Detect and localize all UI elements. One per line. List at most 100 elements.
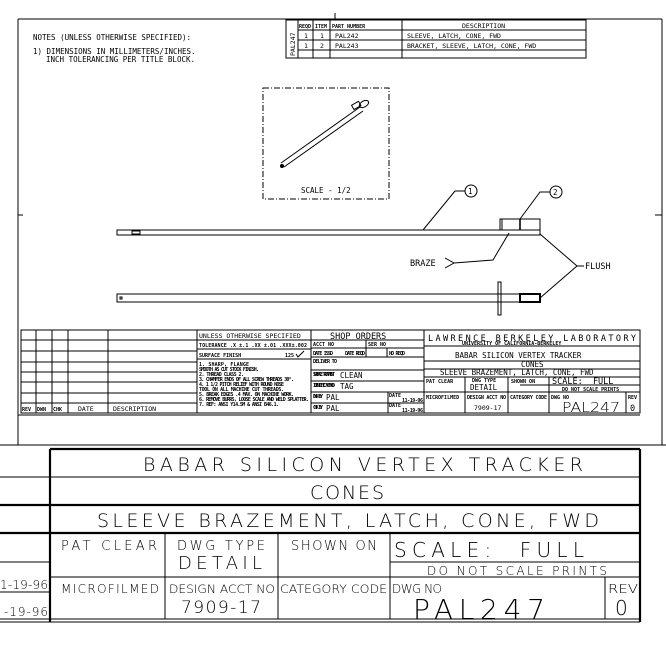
dwn-date: 11-19-96 xyxy=(402,398,423,404)
note-1: 1) DIMENSIONS IN MILLIMETERS/INCHES. xyxy=(33,47,196,56)
title-block-enlarged: BABAR SILICON VERTEX TRACKER CONES SLEEV… xyxy=(0,447,642,626)
balloon-2 xyxy=(549,185,563,199)
braze-label: BRAZE xyxy=(410,259,436,269)
balloon-1-label: 1 xyxy=(468,187,473,196)
cell-description: SLEEVE, LATCH, CONE, FWD xyxy=(407,32,501,40)
spec-note: 7. REF: ANSI Y14.5M & ANSI B46.1. xyxy=(199,402,279,408)
spec-note: 2. THREAD CLASS 2. xyxy=(199,372,244,378)
rev-large: 0 xyxy=(615,596,628,620)
dwg-type-value: DETAIL xyxy=(470,383,498,392)
identific-value: TAG xyxy=(340,382,354,391)
ser-no-label: SER NO xyxy=(368,342,386,348)
dwn-date-large: 1-19-96 xyxy=(0,578,48,592)
header-description: DESCRIPTION xyxy=(462,22,505,30)
parts-list: PAL247 REQD ITEM PART NUMBER DESCRIPTION… xyxy=(285,19,587,59)
spec-note: 5. BREAK EDGES .4 MAX. ON MACHINE WORK. xyxy=(199,392,294,398)
category-code-label: CATEGORY CODE xyxy=(510,395,547,401)
isometric-view: SCALE - 1/2 xyxy=(262,87,390,200)
date-header: DATE xyxy=(78,405,94,413)
surface-treatment-label: SURFACE TREATMENT xyxy=(313,372,335,378)
rev-header: REV xyxy=(22,407,31,413)
pat-clear-large: PAT CLEAR xyxy=(61,539,157,554)
chk-date-label: DATE xyxy=(389,403,401,409)
dwg-no-label-large: DWG NO xyxy=(392,582,442,596)
parts-list-side-label: PAL247 xyxy=(289,32,297,56)
side-view-bottom xyxy=(116,281,541,316)
microfilmed-label: MICROFILMED xyxy=(426,395,459,401)
side-view-top xyxy=(116,218,541,236)
leaders: 1 2 BRAZE FLUSH xyxy=(410,184,611,299)
cell-item: 1 xyxy=(320,32,324,40)
spec-note: 3. CHAMFER ENDS OF ALL SCREW THREADS 30°… xyxy=(199,377,294,383)
iso-scale-label: SCALE - 1/2 xyxy=(301,186,351,195)
spec-note: TOOL ON ALL MACHINE CUT THREADS. xyxy=(199,387,284,393)
rev-label: REV xyxy=(628,395,637,401)
rev-value: 0 xyxy=(630,404,635,414)
header-part-number: PART NUMBER xyxy=(332,24,366,30)
finish-check-icon xyxy=(295,350,305,358)
dwn-by-value: PAL xyxy=(326,393,340,402)
shop-orders-title: SHOP ORDERS xyxy=(330,332,386,342)
drawing-title: SLEEVE BRAZEMENT, LATCH, CONE, FWD xyxy=(440,368,594,377)
do-not-scale-large: DO NOT SCALE PRINTS xyxy=(427,564,607,578)
dwg-type-large: DETAIL xyxy=(178,553,262,574)
balloon-2-label: 2 xyxy=(553,188,558,197)
balloon-1 xyxy=(464,184,478,198)
dwn-date-label: DATE xyxy=(389,393,401,399)
chk-date-large: -19-96 xyxy=(4,605,48,619)
title-block-small: LAWRENCE BERKELEY LABORATORY UNIVERSITY … xyxy=(423,329,641,416)
scale-value: SCALE: FULL xyxy=(552,377,613,387)
chk-header: CHK xyxy=(53,407,62,413)
spec-note: 1. SHARP, FLANGE xyxy=(199,362,249,368)
table-row: 1 1 PAL242 SLEEVE, LATCH, CONE, FWD xyxy=(304,32,501,40)
spec-note: SMOOTH AS CUT STOCK FINISH. xyxy=(199,367,259,373)
assembly-name: CONES xyxy=(521,360,544,369)
university-name: UNIVERSITY OF CALIFORNIA-BERKELEY xyxy=(462,341,561,347)
chk-by-value: PAL xyxy=(326,404,340,413)
dwn-by-label: DWN BY xyxy=(313,394,323,400)
surface-finish-label: SURFACE FINISH xyxy=(199,353,241,359)
drawing-title-large: SLEEVE BRAZEMENT, LATCH, CONE, FWD xyxy=(97,510,599,532)
surface-treatment-value: CLEAN xyxy=(340,371,363,380)
description-header: DESCRIPTION xyxy=(113,405,156,413)
surface-finish-value: 125 xyxy=(285,353,294,359)
dwg-no-value: PAL247 xyxy=(562,401,620,416)
spec-note: 4. 1 1/2 PITCH RELIEF WITH ROUND NOSE xyxy=(199,382,284,388)
date-issd-label: DATE ISSD xyxy=(313,351,333,357)
chk-date: 11-19-96 xyxy=(402,408,423,414)
spec-note: 6. REMOVE BURRS, LOOSE SCALE AND WELD SP… xyxy=(199,397,309,403)
header-item: ITEM xyxy=(315,24,327,30)
dwg-no-label: DWG NO xyxy=(551,395,569,401)
note-1-cont: INCH TOLERANCING PER TITLE BLOCK. xyxy=(46,55,195,64)
pat-clear-label: PAT CLEAR xyxy=(426,379,454,385)
design-acct-large: 7909-17 xyxy=(181,598,261,618)
table-row: 1 2 PAL243 BRACKET, SLEEVE, LATCH, CONE,… xyxy=(304,42,536,50)
general-notes: NOTES (UNLESS OTHERWISE SPECIFIED): 1) D… xyxy=(33,33,196,64)
assembly-name-large: CONES xyxy=(310,482,384,504)
microfilmed-large: MICROFILMED xyxy=(61,582,159,596)
cell-description: BRACKET, SLEEVE, LATCH, CONE, FWD xyxy=(407,42,536,50)
cell-item: 2 xyxy=(320,42,324,50)
spec-block: UNLESS OTHERWISE SPECIFIED TOLERANCE .X … xyxy=(196,329,312,414)
dwg-type-label: DWG TYPE xyxy=(472,378,496,384)
identific-label: IDENTIFIC METHOD xyxy=(313,383,335,389)
category-code-large: CATEGORY CODE xyxy=(280,582,387,596)
cell-reqd: 1 xyxy=(304,32,308,40)
acct-no-label: ACCT NO xyxy=(313,342,334,348)
dwg-type-label-large: DWG TYPE xyxy=(177,539,265,554)
shop-orders-block: SHOP ORDERS ACCT NO SER NO DATE ISSD DAT… xyxy=(310,329,425,414)
scale-large: SCALE: FULL xyxy=(394,538,584,562)
project-name: BABAR SILICON VERTEX TRACKER xyxy=(455,351,582,360)
shown-on-label: SHOWN ON xyxy=(511,379,535,385)
tolerance: TOLERANCE .X ±.1 .XX ±.01 .XXX±.002 xyxy=(199,343,307,349)
notes-heading: NOTES (UNLESS OTHERWISE SPECIFIED): xyxy=(33,33,191,42)
dwg-no-large: PAL247 xyxy=(413,593,545,626)
date-reqd-label: DATE REQD xyxy=(345,351,365,357)
no-reqd-label: NO REQD xyxy=(389,351,405,357)
flush-label: FLUSH xyxy=(585,262,611,272)
cell-part-number: PAL242 xyxy=(335,32,359,40)
project-name-large: BABAR SILICON VERTEX TRACKER xyxy=(143,454,583,476)
do-not-scale: DO NOT SCALE PRINTS xyxy=(562,387,619,393)
